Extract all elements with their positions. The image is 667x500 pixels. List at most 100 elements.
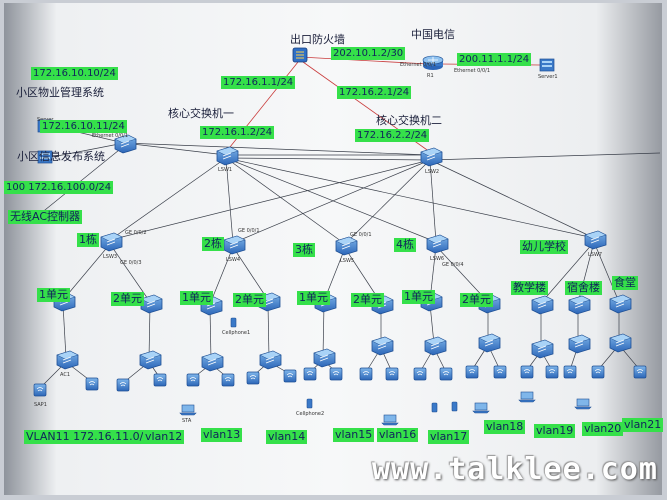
ap-device[interactable] — [359, 367, 373, 381]
unit-label: 2单元 — [233, 293, 266, 307]
unit-label: 2单元 — [460, 293, 493, 307]
laptop-icon[interactable] — [518, 391, 536, 403]
ap-device[interactable] — [493, 365, 507, 379]
ap-device[interactable] — [33, 383, 47, 397]
ac-device[interactable] — [201, 352, 224, 372]
ac-device[interactable] — [531, 339, 554, 359]
lsw5-name: LSW5 — [340, 258, 355, 264]
unit-label: 1单元 — [402, 290, 435, 304]
core2-label: 核心交换机二 — [376, 114, 442, 127]
ip-ac-range: 100 172.16.100.0/24 — [4, 181, 114, 194]
port-label: Ethernet 0/0/1 — [454, 68, 491, 74]
ap-device[interactable] — [85, 377, 99, 391]
unit-label: 2单元 — [111, 292, 144, 306]
ap-device[interactable] — [221, 373, 235, 387]
vlan11-label: VLAN11 172.16.11.0/24 — [24, 430, 160, 444]
ap-device[interactable] — [283, 369, 297, 383]
ap-device[interactable] — [545, 365, 559, 379]
port-label: Ethernet 0/0/1 — [92, 133, 129, 139]
port-label: GE 0/0/2 — [125, 230, 147, 236]
vlan13-label: vlan13 — [201, 428, 243, 442]
ap-device[interactable] — [563, 365, 577, 379]
ac-controllers — [56, 333, 632, 372]
ap-device[interactable] — [246, 371, 260, 385]
unit-switch[interactable] — [140, 294, 163, 314]
phone-icon[interactable] — [306, 398, 313, 409]
core-switch-2[interactable] — [420, 147, 443, 167]
ip-fw-core2: 172.16.2.1/24 — [337, 86, 412, 99]
school-label: 幼儿学校 — [520, 240, 568, 254]
mgmt-system-label: 小区物业管理系统 — [16, 86, 104, 99]
unit-label: 1单元 — [37, 288, 70, 302]
ac-device[interactable] — [568, 334, 591, 354]
vlan16-label: vlan16 — [377, 428, 419, 442]
vlan20-label: vlan20 — [582, 422, 624, 436]
ip-mgmt: 172.16.10.10/24 — [31, 67, 118, 80]
ap-device[interactable] — [303, 367, 317, 381]
school-switch[interactable] — [584, 230, 607, 250]
ap-device[interactable] — [153, 373, 167, 387]
phone-icon[interactable] — [230, 317, 237, 328]
lsw4-name: LSW4 — [226, 257, 241, 263]
ip-fw-r1: 202.10.1.2/30 — [331, 47, 406, 60]
ap-device[interactable] — [633, 365, 647, 379]
router-r1[interactable] — [422, 55, 444, 70]
ap-device[interactable] — [465, 365, 479, 379]
core-links — [39, 125, 661, 389]
sta-name: STA — [182, 418, 192, 424]
phone-icon[interactable] — [431, 402, 438, 413]
ac-device[interactable] — [371, 336, 394, 356]
ap-device[interactable] — [439, 367, 453, 381]
ap-device[interactable] — [186, 373, 200, 387]
vlan14-label: vlan14 — [266, 430, 308, 444]
telecom-label: 中国电信 — [411, 28, 455, 41]
pub-system-label: 小区信息发布系统 — [17, 150, 105, 163]
unit-switch[interactable] — [568, 295, 591, 315]
lsw1-name: LSW1 — [218, 167, 233, 173]
wireless-ac-label: 无线AC控制器 — [8, 210, 83, 224]
building2-switch[interactable] — [223, 235, 246, 255]
r1-name: R1 — [427, 73, 434, 79]
ap-device[interactable] — [591, 365, 605, 379]
vlan19-label: vlan19 — [534, 424, 576, 438]
ap-device[interactable] — [520, 365, 534, 379]
ap-device[interactable] — [329, 367, 343, 381]
ac-device[interactable] — [424, 336, 447, 356]
unit-switch[interactable] — [531, 295, 554, 315]
phone-icon[interactable] — [451, 401, 458, 412]
core1-label: 核心交换机一 — [168, 107, 234, 120]
firewall-label: 出口防火墙 — [290, 33, 345, 46]
server1-device[interactable] — [539, 58, 555, 72]
ap-device[interactable] — [116, 378, 130, 392]
canteen-label: 食堂 — [612, 276, 638, 290]
core-switch-1[interactable] — [216, 146, 239, 166]
unit-switch[interactable] — [609, 294, 632, 314]
sap1-name: SAP1 — [34, 402, 47, 408]
laptop-icon[interactable] — [472, 402, 490, 414]
ap-device[interactable] — [413, 367, 427, 381]
ac-device[interactable] — [259, 350, 282, 370]
unit-label: 1单元 — [180, 291, 213, 305]
port-label: GE 0/0/4 — [442, 262, 464, 268]
laptop-icon[interactable] — [179, 404, 197, 416]
building3-switch[interactable] — [335, 236, 358, 256]
ac1-name: AC1 — [60, 372, 71, 378]
building1-switch[interactable] — [100, 232, 123, 252]
ac-device[interactable] — [313, 348, 336, 368]
ac-device[interactable] — [478, 333, 501, 353]
firewall-device[interactable] — [292, 47, 308, 63]
unit-label: 2单元 — [351, 293, 384, 307]
ap-device[interactable] — [385, 367, 399, 381]
port-label: Ethernet 0/0/1 — [400, 62, 437, 68]
end-devices — [179, 317, 592, 426]
building4-label: 4栋 — [394, 238, 416, 252]
ac-device[interactable] — [139, 350, 162, 370]
lsw3-name: LSW3 — [103, 254, 118, 260]
port-label: GE 0/0/3 — [120, 260, 142, 266]
laptop-icon[interactable] — [381, 414, 399, 426]
building4-switch[interactable] — [426, 234, 449, 254]
ac-device[interactable] — [609, 333, 632, 353]
laptop-icon[interactable] — [574, 398, 592, 410]
ac-device[interactable] — [56, 350, 79, 370]
building1-label: 1栋 — [77, 233, 99, 247]
